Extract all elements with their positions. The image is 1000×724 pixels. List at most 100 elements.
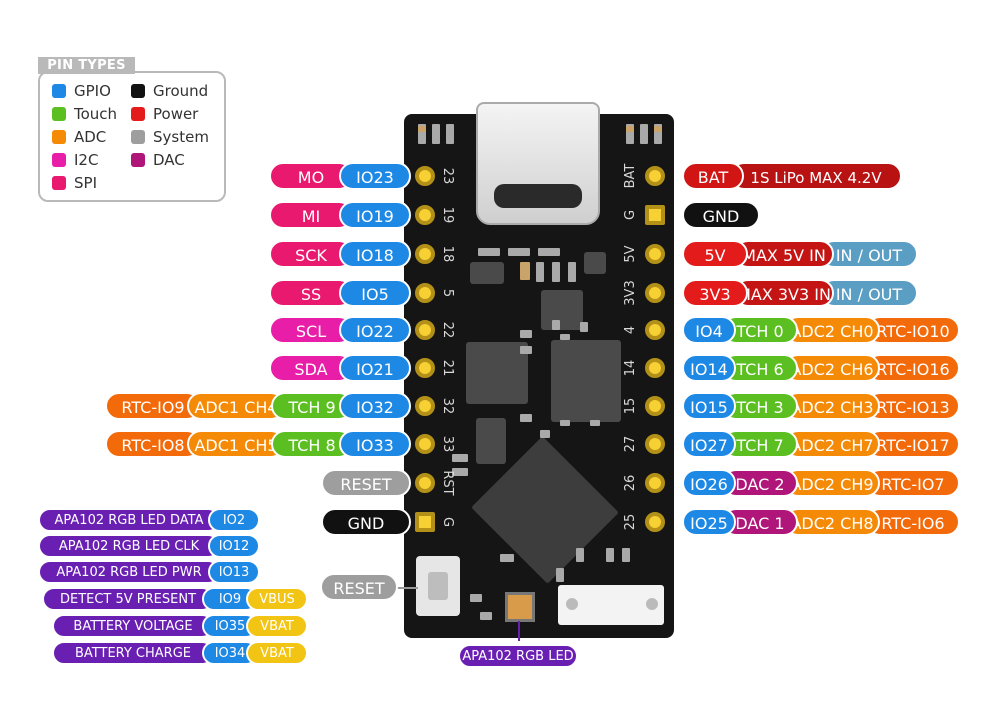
header-pin <box>415 473 435 493</box>
pin-label: BAT <box>623 163 638 189</box>
pin-tag: MI <box>269 201 353 229</box>
pin-label: 21 <box>440 359 455 377</box>
ic-chip <box>466 342 528 404</box>
pin-tag: 1S LiPo MAX 4.2V <box>730 162 902 190</box>
legend-item-label: Power <box>153 105 199 123</box>
battery-pad <box>558 585 664 625</box>
pin-tag: IO15 <box>682 392 736 420</box>
pin-tag: 3V3 <box>682 279 748 307</box>
smd-component <box>470 594 482 602</box>
pin-tag: IO23 <box>339 162 411 190</box>
smd-component <box>478 248 500 256</box>
internal-pin-tag: VBUS <box>246 587 308 611</box>
smd-component <box>520 414 532 422</box>
smd-component <box>418 124 426 144</box>
smd-component <box>452 454 468 462</box>
ic-chip <box>551 340 621 422</box>
pin-tag: 5V <box>682 240 748 268</box>
smd-component <box>500 554 514 562</box>
legend-item-label: GPIO <box>74 82 111 100</box>
pad-hole-icon <box>566 598 578 610</box>
pin-tag: IO5 <box>339 279 411 307</box>
legend-item: SPI <box>52 174 97 192</box>
pin-tag: IO19 <box>339 201 411 229</box>
pin-label: 15 <box>623 397 638 415</box>
pin-tag: IO26 <box>682 469 736 497</box>
pin-tag: RTC-IO8 <box>105 430 201 458</box>
ic-chip <box>476 418 506 464</box>
pin-tag: MAX 3V3 IN <box>734 279 834 307</box>
header-pin <box>415 434 435 454</box>
smd-component <box>508 248 530 256</box>
usb-c-connector <box>476 102 600 225</box>
pin-tag: RTC-IO9 <box>105 392 201 420</box>
pin-tag: RTC-IO13 <box>866 392 960 420</box>
pin-tag: GND <box>321 508 411 536</box>
header-pin <box>645 320 665 340</box>
legend-item-label: Touch <box>74 105 118 123</box>
pin-label: G <box>440 516 455 528</box>
reset-leader-line <box>394 587 418 589</box>
smd-component <box>580 322 588 332</box>
pin-tag: IO21 <box>339 354 411 382</box>
header-pin <box>645 283 665 303</box>
legend-item-label: System <box>153 128 209 146</box>
smd-component <box>520 262 530 280</box>
reset-button[interactable] <box>416 556 460 616</box>
legend-swatch-icon <box>131 84 145 98</box>
smd-component <box>576 548 584 562</box>
pin-tag: IO4 <box>682 316 736 344</box>
pin-tag: IO14 <box>682 354 736 382</box>
header-pin <box>415 320 435 340</box>
internal-pin-tag: DETECT 5V PRESENT <box>42 587 214 611</box>
reset-button-knob[interactable] <box>428 572 448 600</box>
smd-component <box>568 262 576 282</box>
legend-item: System <box>131 128 209 146</box>
smd-component <box>654 126 662 132</box>
legend-title: PIN TYPES <box>38 57 135 74</box>
led-leader-line <box>518 621 520 641</box>
smd-component <box>590 420 600 426</box>
legend-item: ADC <box>52 128 106 146</box>
pin-tag: ADC2 CH9 <box>784 469 880 497</box>
pin-tag: RTC-IO7 <box>866 469 960 497</box>
pin-label: 23 <box>440 167 455 185</box>
header-pin <box>415 283 435 303</box>
header-pin <box>645 396 665 416</box>
pin-tag: ADC2 CH8 <box>784 508 880 536</box>
legend-swatch-icon <box>52 176 66 190</box>
pin-label: 5V <box>623 245 638 263</box>
pin-tag: ADC2 CH3 <box>784 392 880 420</box>
pin-tag: TCH 3 <box>722 392 798 420</box>
pin-tag: ADC2 CH6 <box>784 354 880 382</box>
header-pin <box>645 434 665 454</box>
ic-chip <box>584 252 606 274</box>
pin-tag: TCH 0 <box>722 316 798 344</box>
smd-component <box>452 468 468 476</box>
pin-tag: IN / OUT <box>820 240 918 268</box>
smd-component <box>552 320 560 330</box>
smd-component <box>606 548 614 562</box>
smd-component <box>432 124 440 144</box>
legend-item-label: SPI <box>74 174 97 192</box>
internal-pin-tag: BATTERY CHARGE <box>52 641 214 665</box>
header-pin <box>415 358 435 378</box>
pin-tag: RTC-IO17 <box>866 430 960 458</box>
internal-pin-tag: IO2 <box>208 508 260 532</box>
pin-tag: RTC-IO6 <box>866 508 960 536</box>
legend-item-label: Ground <box>153 82 209 100</box>
smd-component <box>556 568 564 582</box>
pin-label: 3V3 <box>623 280 638 306</box>
reset-button-label: RESET <box>320 573 398 601</box>
legend-item: DAC <box>131 151 185 169</box>
smd-component <box>622 548 630 562</box>
pin-label: 25 <box>623 513 638 531</box>
header-pin <box>645 205 665 225</box>
pin-label: 18 <box>440 245 455 263</box>
pin-label: RST <box>440 470 455 496</box>
header-pin <box>415 512 435 532</box>
legend-swatch-icon <box>131 107 145 121</box>
pin-tag: MAX 5V IN <box>734 240 834 268</box>
pin-tag: GND <box>682 201 760 229</box>
